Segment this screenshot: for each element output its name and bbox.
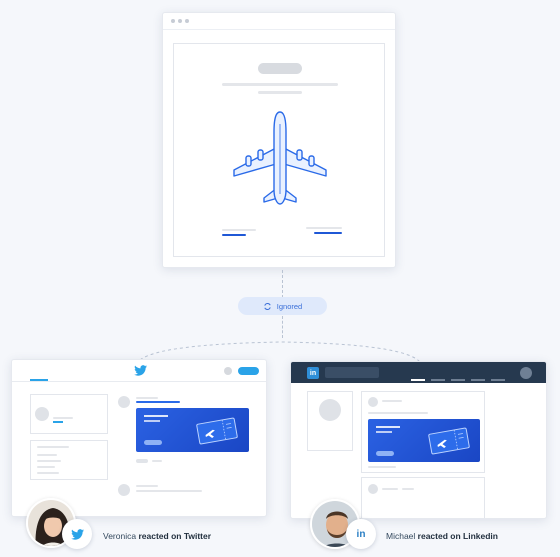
- trend-line: [37, 466, 55, 468]
- branch-connector: [139, 341, 421, 363]
- ad-content-frame: [173, 43, 385, 257]
- banner-cta-pill: [144, 440, 162, 445]
- feed-post-card: [361, 391, 485, 473]
- linkedin-search-input[interactable]: [325, 367, 379, 378]
- nav-item-notifications[interactable]: [491, 379, 505, 381]
- twitter-header: [12, 360, 266, 382]
- post-text-placeholder: [368, 412, 428, 414]
- tweet-meta-placeholder: [152, 460, 162, 462]
- avatar: [319, 399, 341, 421]
- trends-card: [30, 440, 108, 480]
- post-meta-placeholder: [402, 488, 414, 490]
- headline-placeholder: [258, 63, 302, 74]
- post-avatar: [368, 484, 378, 494]
- feed-post-card: [361, 477, 485, 518]
- tweet-author-placeholder: [136, 485, 158, 487]
- tweet-button[interactable]: [238, 367, 259, 375]
- tweet-text-placeholder: [136, 490, 202, 492]
- ad-preview-window: [162, 12, 396, 268]
- profile-link-placeholder: [53, 421, 63, 423]
- banner-cta-pill: [376, 451, 394, 456]
- profile-card: [30, 394, 108, 434]
- linkedin-window: in: [290, 361, 547, 519]
- airplane-icon: [233, 111, 327, 205]
- reactor-name: Veronica: [103, 531, 137, 541]
- linkedin-icon: in: [356, 528, 366, 540]
- post-avatar: [368, 397, 378, 407]
- tab-home[interactable]: [30, 379, 48, 381]
- text-line-placeholder: [258, 91, 302, 94]
- cta-placeholder-left: [222, 229, 256, 231]
- reactor-name: Michael: [386, 531, 416, 541]
- tweet-avatar: [118, 396, 130, 408]
- twitter-badge: [62, 519, 92, 549]
- tweet-action-pill[interactable]: [136, 459, 148, 463]
- post-ad-banner[interactable]: [368, 419, 480, 462]
- reaction-action: reacted on Linkedin: [417, 531, 498, 541]
- nav-item-messages[interactable]: [471, 379, 485, 381]
- twitter-icon: [70, 528, 84, 540]
- profile-card: [307, 391, 353, 451]
- nav-item-home[interactable]: [411, 379, 425, 381]
- connector-line: [282, 270, 283, 298]
- linkedin-badge: in: [346, 519, 376, 549]
- reaction-action: reacted on Twitter: [138, 531, 212, 541]
- linkedin-reaction-caption: Michael reacted on Linkedin: [386, 531, 498, 541]
- twitter-window: [11, 359, 267, 517]
- notifications-icon[interactable]: [224, 367, 232, 375]
- post-author-placeholder: [382, 400, 402, 402]
- tweet-link-placeholder[interactable]: [136, 401, 180, 403]
- text-line-placeholder: [222, 83, 338, 86]
- post-author-placeholder: [382, 488, 398, 490]
- trend-line: [37, 460, 61, 462]
- cta-placeholder-right: [306, 227, 342, 229]
- banner-text-line: [376, 431, 392, 433]
- nav-item-network[interactable]: [431, 379, 445, 381]
- refresh-icon: [264, 302, 271, 310]
- banner-text-line: [376, 426, 400, 428]
- ignored-label: Ignored: [276, 301, 303, 311]
- linkedin-profile-avatar[interactable]: [520, 367, 532, 379]
- trends-title-placeholder: [37, 446, 69, 448]
- twitter-icon: [134, 365, 147, 376]
- window-divider: [163, 29, 395, 30]
- post-meta-placeholder: [368, 466, 396, 468]
- cta-underline-right: [314, 232, 342, 234]
- linkedin-logo[interactable]: in: [307, 367, 319, 379]
- trend-line: [37, 472, 59, 474]
- avatar: [35, 407, 49, 421]
- ticket-icon: [428, 427, 470, 455]
- profile-name-placeholder: [53, 417, 73, 419]
- banner-text-line: [144, 420, 160, 422]
- ignored-badge: Ignored: [238, 297, 327, 315]
- tweet-author-placeholder: [136, 397, 158, 399]
- tweet-avatar: [118, 484, 130, 496]
- window-controls: [171, 19, 189, 23]
- connector-line: [282, 316, 283, 338]
- ticket-icon: [196, 417, 238, 445]
- cta-underline-left: [222, 234, 246, 236]
- twitter-reaction-caption: Veronica reacted on Twitter: [103, 531, 211, 541]
- nav-item-jobs[interactable]: [451, 379, 465, 381]
- banner-text-line: [144, 415, 168, 417]
- tweet-ad-banner[interactable]: [136, 408, 249, 452]
- trend-line: [37, 454, 57, 456]
